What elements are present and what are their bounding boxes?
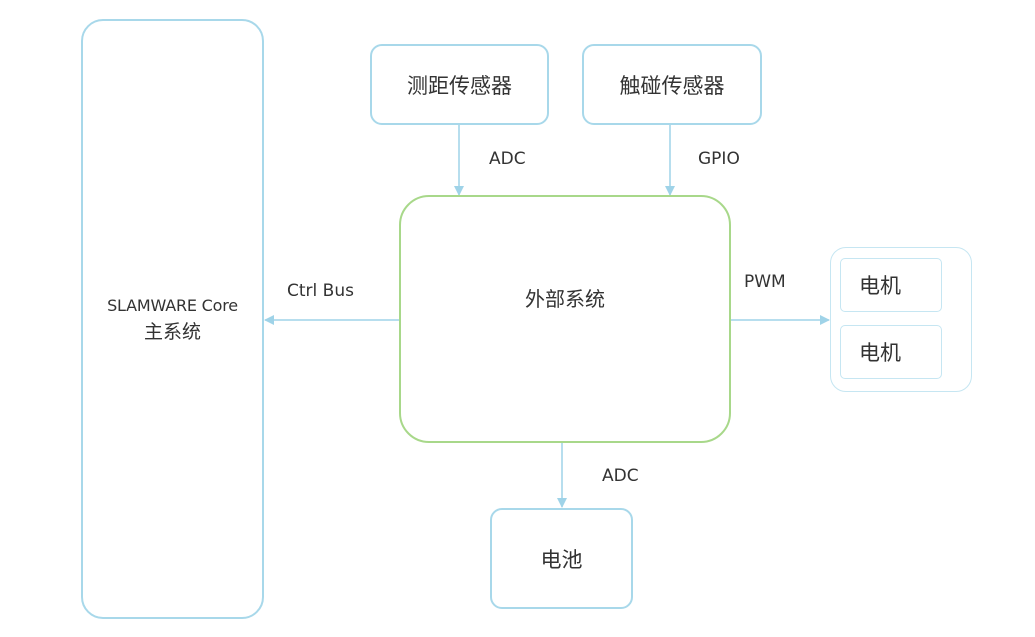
external-system-label: 外部系统 xyxy=(525,287,605,311)
range-sensor-node: 测距传感器 xyxy=(370,44,549,125)
edge-label-adc-range: ADC xyxy=(489,149,526,169)
motor-node: 电机 xyxy=(840,258,942,312)
edge-label-pwm: PWM xyxy=(744,272,786,292)
range-sensor-label: 测距传感器 xyxy=(407,73,512,98)
edge-label-ctrl-bus: Ctrl Bus xyxy=(287,281,354,301)
core-label-en: SLAMWARE Core xyxy=(107,296,238,315)
touch-sensor-node: 触碰传感器 xyxy=(582,44,762,125)
edge-label-adc-battery: ADC xyxy=(602,466,639,486)
edge-label-gpio: GPIO xyxy=(698,149,740,169)
external-system-node: 外部系统 xyxy=(399,195,731,443)
slamware-core-node: SLAMWARE Core 主系统 xyxy=(81,19,264,619)
core-label-cn: 主系统 xyxy=(143,321,201,343)
battery-label: 电池 xyxy=(540,547,583,572)
battery-node: 电池 xyxy=(490,508,633,609)
motor-node: 电机 xyxy=(840,325,942,379)
touch-sensor-label: 触碰传感器 xyxy=(619,73,725,98)
motor-label: 电机 xyxy=(859,341,901,365)
motor-label: 电机 xyxy=(859,274,901,298)
